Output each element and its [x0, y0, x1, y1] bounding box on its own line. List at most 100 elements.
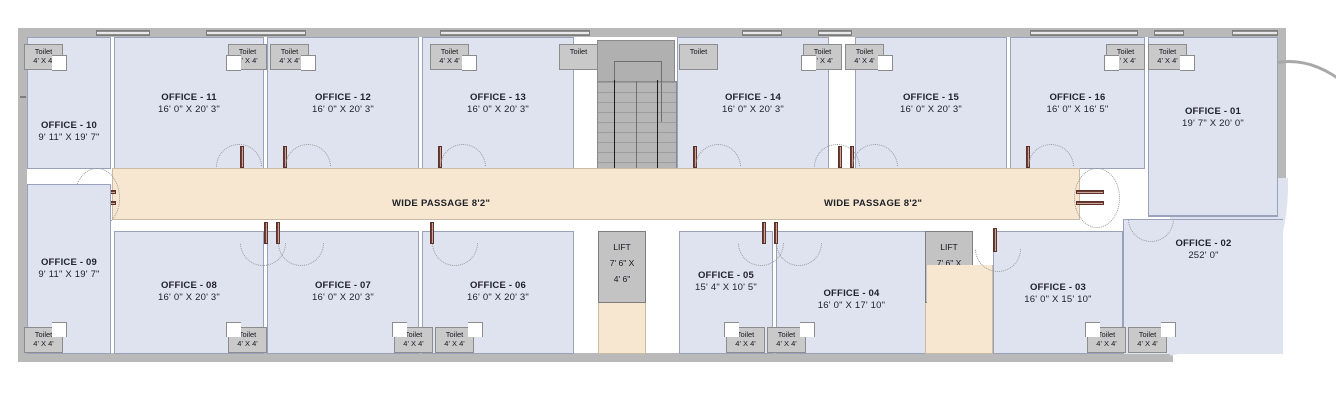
lift-left-lobby — [598, 303, 646, 354]
window-top-3 — [440, 30, 590, 36]
door-swing-passage-right — [1074, 168, 1120, 228]
office-09-dims: 9' 11" X 19' 7" — [38, 269, 100, 280]
toilet-label: Toilet — [238, 330, 257, 339]
toilet-label: Toilet — [280, 47, 299, 56]
office-07-dims: 16' 0" X 20' 3" — [312, 292, 374, 303]
window-left-1 — [20, 96, 26, 98]
office-04-dims: 16' 0" X 17' 10" — [817, 300, 886, 311]
room-office-07[interactable]: OFFICE - 07 16' 0" X 20' 3" — [267, 231, 419, 354]
staircase[interactable] — [597, 40, 677, 171]
toilet-bottom-4[interactable]: Toilet 4' X 4' — [435, 327, 474, 353]
office-08-name: OFFICE - 08 — [160, 280, 218, 291]
toilet-label: Toilet — [777, 330, 796, 339]
stair-treads — [597, 81, 677, 171]
lift-left[interactable]: LIFT 7' 6" X 4' 6" — [598, 231, 646, 303]
door-office-06a[interactable] — [430, 222, 434, 244]
office-16-name: OFFICE - 16 — [1049, 92, 1106, 103]
door-office-05[interactable] — [762, 222, 766, 244]
office-07-name: OFFICE - 07 — [314, 280, 372, 291]
office-02-name: OFFICE - 02 — [1175, 238, 1232, 249]
window-top-8 — [1232, 30, 1278, 36]
office-06-name: OFFICE - 06 — [469, 280, 527, 291]
toilet-top-5[interactable]: Toilet — [559, 44, 598, 70]
toilet-label: Toilet — [569, 47, 588, 56]
room-office-09[interactable]: OFFICE - 09 9' 11" X 19' 7" — [27, 184, 111, 354]
stair-down-arrow-line — [614, 80, 615, 174]
toilet-bottom-5[interactable]: Toilet 4' X 4' — [726, 327, 765, 353]
toilet-dims: 4' X 4' — [812, 56, 833, 65]
toilet-dims: 4' X 4' — [444, 339, 465, 348]
toilet-dims: 4' X 4' — [33, 339, 54, 348]
door-office-04[interactable] — [774, 222, 778, 244]
passage-label-left: WIDE PASSAGE 8'2" — [392, 198, 491, 209]
room-office-12[interactable]: OFFICE - 12 16' 0" X 20' 3" — [267, 37, 419, 169]
window-top-4 — [742, 30, 782, 36]
door-swing-office-04 — [776, 243, 822, 266]
toilet-label: Toilet — [34, 47, 53, 56]
office-03-dims: 16' 0" X 15' 10" — [1024, 294, 1092, 305]
toilet-dims: 4' X 4' — [776, 339, 797, 348]
toilet-label: Toilet — [238, 47, 257, 56]
toilet-top-1-door — [52, 55, 67, 71]
toilet-top-4-door — [462, 55, 477, 71]
toilet-top-6[interactable]: Toilet — [679, 44, 718, 70]
door-office-07a[interactable] — [276, 222, 280, 244]
office-13-dims: 16' 0" X 20' 3" — [467, 104, 529, 115]
office-12-name: OFFICE - 12 — [314, 92, 372, 103]
door-office-08[interactable] — [264, 222, 268, 244]
stair-center-divider — [636, 81, 637, 169]
window-top-6 — [1030, 30, 1138, 36]
toilet-top-10-door — [1180, 55, 1195, 71]
door-swing-office-06a — [432, 243, 478, 266]
window-top-2 — [206, 30, 306, 36]
office-12-dims: 16' 0" X 20' 3" — [312, 104, 374, 115]
lift-right-lobby-extension — [927, 265, 993, 354]
lift-right-dim-1: 7' 6" X — [936, 258, 962, 268]
toilet-label: Toilet — [736, 330, 755, 339]
office-14-dims: 16' 0" X 20' 3" — [722, 104, 784, 115]
toilet-label: Toilet — [1158, 47, 1177, 56]
toilet-bottom-7-door — [1085, 322, 1100, 337]
lift-right-label: LIFT — [940, 242, 958, 252]
office-16-dims: 16' 0" X 16' 5" — [1046, 104, 1109, 115]
toilet-dims: 4' X 4' — [237, 339, 258, 348]
window-top-7 — [1154, 30, 1184, 36]
office-09-name: OFFICE - 09 — [40, 257, 98, 268]
lift-left-dim-1: 7' 6" X — [609, 258, 635, 268]
toilet-dims: 4' X 4' — [237, 56, 258, 65]
office-15-dims: 16' 0" X 20' 3" — [900, 104, 962, 115]
office-13-name: OFFICE - 13 — [469, 92, 527, 103]
office-06-dims: 16' 0" X 20' 3" — [467, 292, 529, 303]
toilet-bottom-8[interactable]: Toilet 4' X 4' — [1128, 327, 1167, 353]
door-office-03[interactable] — [993, 228, 997, 252]
toilet-bottom-6-door — [800, 322, 815, 337]
exterior-wall-bottom — [18, 353, 1173, 362]
stair-landing-outline — [614, 61, 662, 122]
office-14-name: OFFICE - 14 — [724, 92, 782, 103]
toilet-dims: 4' X 4' — [1137, 339, 1158, 348]
office-08-dims: 16' 0" X 20' 3" — [158, 292, 220, 303]
office-03-name: OFFICE - 03 — [1029, 282, 1087, 293]
toilet-top-9-door — [1104, 55, 1119, 71]
toilet-dims: 4' X 4' — [735, 339, 756, 348]
toilet-dims: 4' X 4' — [403, 339, 424, 348]
exterior-wall-left — [18, 28, 27, 362]
office-11-name: OFFICE - 11 — [161, 92, 217, 103]
toilet-dims: 4' X 4' — [1096, 339, 1117, 348]
toilet-label: Toilet — [404, 330, 423, 339]
stair-up-arrow-line — [657, 80, 658, 174]
toilet-bottom-6[interactable]: Toilet 4' X 4' — [767, 327, 806, 353]
toilet-top-8-door — [878, 55, 893, 71]
curved-exterior-wall — [1274, 60, 1336, 371]
toilet-dims: 4' X 4' — [279, 56, 300, 65]
toilet-top-8[interactable]: Toilet 4' X 4' — [845, 44, 884, 70]
office-01-name: OFFICE - 01 — [1184, 106, 1242, 117]
toilet-label: Toilet — [813, 47, 832, 56]
office-01-dims: 19' 7" X 20' 0" — [1182, 118, 1244, 129]
toilet-dims: 4' X 4' — [439, 56, 460, 65]
toilet-dims: 4' X 4' — [854, 56, 875, 65]
toilet-label: Toilet — [689, 47, 708, 56]
wide-passage-corridor — [112, 168, 1080, 220]
toilet-bottom-8-door — [1161, 322, 1176, 337]
toilet-label: Toilet — [1097, 330, 1116, 339]
